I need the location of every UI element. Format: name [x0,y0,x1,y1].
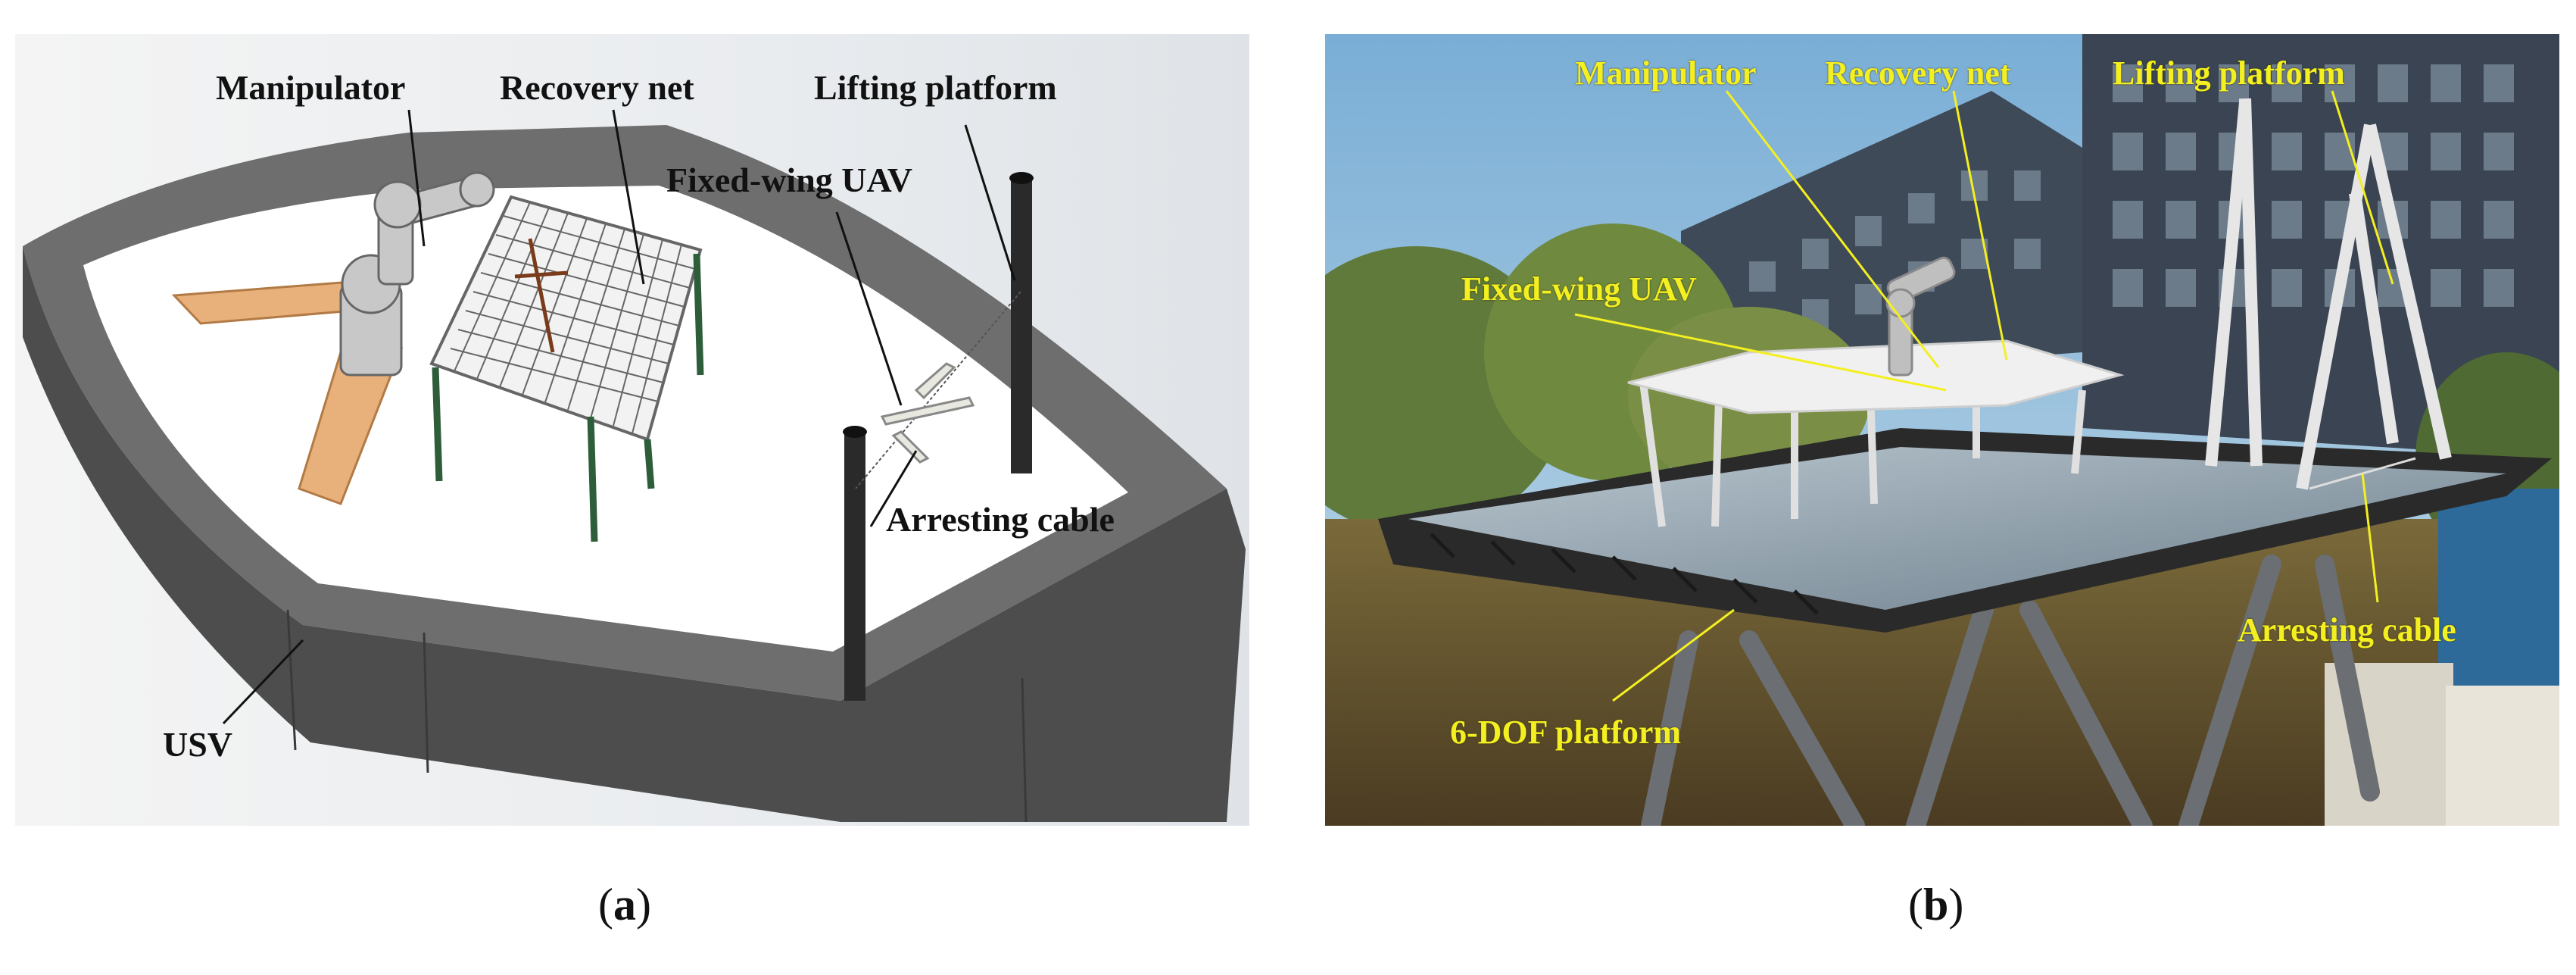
caption-b: (b) [1908,880,1964,930]
panel-a-cad-figure: Manipulator Recovery net Lifting platfor… [15,34,1249,826]
label-6dof-platform-b: 6-DOF platform [1450,714,1682,751]
caption-a: (a) [598,880,651,930]
recovery-net-cloth [1627,339,2125,414]
label-fixed-wing-uav-a: Fixed-wing UAV [666,161,913,199]
label-arresting-cable-a: Arresting cable [886,500,1115,539]
arresting-cable-line [855,291,1021,489]
truss-crossbars [1430,533,1819,615]
label-lifting-platform-a: Lifting platform [814,68,1057,107]
lifting-platform-frame [2205,98,2452,490]
manipulator-robot-arm [339,171,495,377]
caption-a-letter: a [613,880,636,930]
label-recovery-net-b: Recovery net [1825,55,2011,92]
six-dof-actuators [1641,555,2380,826]
platform-plate [1408,447,2506,610]
caption-b-letter: b [1923,880,1949,930]
usv-cad-drawing [23,109,1246,823]
test-rig-photo-drawing [1325,34,2559,826]
lifting-platform-posts [843,172,1034,701]
label-usv-a: USV [163,725,233,764]
label-lifting-platform-b: Lifting platform [2113,55,2345,92]
fixed-wing-uav-model [880,362,975,464]
small-uav-in-net [514,238,569,353]
manipulator-photo [1885,256,1956,377]
panel-b-leader-lines [1574,90,2394,702]
label-recovery-net-a: Recovery net [500,68,694,107]
label-manipulator-a: Manipulator [216,68,406,107]
label-arresting-cable-b: Arresting cable [2238,611,2456,648]
label-manipulator-b: Manipulator [1575,55,1757,92]
label-fixed-wing-uav-b: Fixed-wing UAV [1461,270,1697,308]
recovery-net-legs [432,253,704,542]
panel-b-photo-figure: Manipulator Recovery net Lifting platfor… [1325,34,2559,826]
panel-a-leader-lines [222,109,1016,725]
usv-hull-side [23,246,1246,822]
